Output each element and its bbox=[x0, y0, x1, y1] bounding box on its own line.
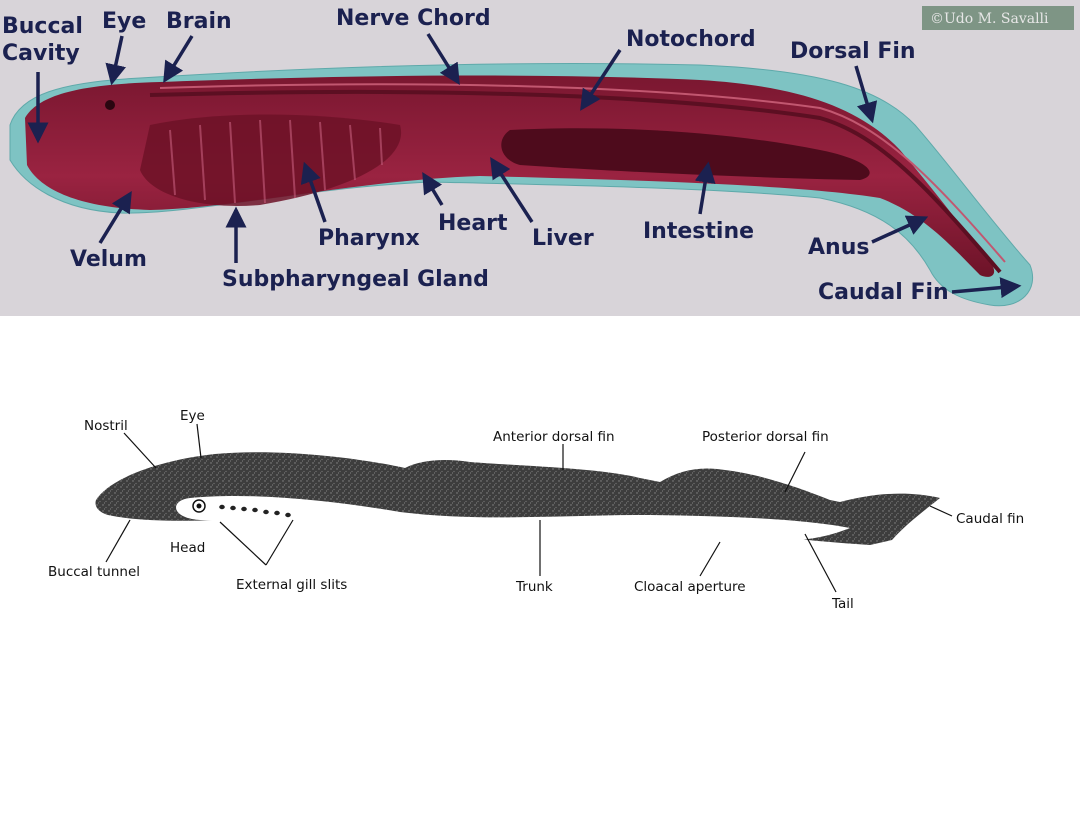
label-nerve-chord: Nerve Chord bbox=[336, 6, 491, 31]
gill-slits bbox=[218, 503, 292, 519]
photo-credit: ©Udo M. Savalli bbox=[930, 11, 1049, 27]
pharynx-region bbox=[140, 114, 402, 206]
label-buccal-cavity-line1: Buccal bbox=[2, 14, 83, 39]
label-head: Head bbox=[170, 540, 205, 556]
label-eye: Eye bbox=[102, 9, 146, 34]
arrow-liver bbox=[490, 157, 534, 223]
eye-spot bbox=[105, 100, 115, 110]
nerve-chord-line bbox=[159, 83, 1006, 263]
arrow-dorsal-fin bbox=[854, 65, 878, 124]
arrow-nerve-chord bbox=[426, 33, 460, 85]
amphioxus-photo-figure: ©Udo M. Savalli Buccal Cavity Eye Brain … bbox=[0, 0, 1080, 316]
label-intestine: Intestine bbox=[643, 219, 754, 244]
intestine-shape bbox=[501, 128, 870, 180]
label-buccal-cavity-line2: Cavity bbox=[2, 41, 80, 66]
label-anterior-dorsal-fin: Anterior dorsal fin bbox=[493, 429, 615, 445]
leader-eye bbox=[196, 423, 202, 459]
leader-gill-slits-2 bbox=[265, 519, 294, 566]
label-subpharyngeal-gland: Subpharyngeal Gland bbox=[222, 267, 489, 292]
label-nostril: Nostril bbox=[84, 418, 128, 434]
leader-nostril bbox=[123, 432, 157, 469]
credit-box bbox=[922, 6, 1074, 30]
label-drawing-eye: Eye bbox=[180, 408, 205, 424]
arrow-brain bbox=[163, 35, 194, 83]
label-cloacal-aperture: Cloacal aperture bbox=[634, 579, 746, 595]
arrow-intestine bbox=[694, 161, 716, 215]
arrow-caudal-fin bbox=[951, 277, 1022, 299]
leader-gill-slits-1 bbox=[219, 521, 267, 566]
arrow-anus bbox=[871, 215, 929, 244]
label-trunk: Trunk bbox=[515, 579, 553, 595]
label-liver: Liver bbox=[532, 226, 594, 251]
label-tail: Tail bbox=[831, 596, 854, 612]
label-velum: Velum bbox=[70, 247, 147, 272]
label-pharynx: Pharynx bbox=[318, 226, 420, 251]
ventral-stripe bbox=[176, 495, 851, 540]
label-heart: Heart bbox=[438, 211, 508, 236]
leader-tail bbox=[804, 533, 837, 593]
label-notochord: Notochord bbox=[626, 27, 756, 52]
arrow-notochord bbox=[580, 49, 622, 111]
arrow-pharynx bbox=[300, 161, 327, 223]
label-anus: Anus bbox=[808, 235, 869, 260]
label-dorsal-fin: Dorsal Fin bbox=[790, 39, 916, 64]
lamprey-drawing-figure: Nostril Eye Anterior dorsal fin Posterio… bbox=[48, 408, 1024, 612]
label-caudal-fin: Caudal Fin bbox=[818, 280, 949, 305]
label-posterior-dorsal-fin: Posterior dorsal fin bbox=[702, 429, 829, 445]
leader-caudal-fin bbox=[929, 505, 953, 517]
leader-buccal-tunnel bbox=[105, 519, 131, 563]
arrow-eye bbox=[105, 35, 126, 86]
pharynx-bars bbox=[169, 119, 383, 204]
label-external-gill-slits: External gill slits bbox=[236, 577, 347, 593]
label-drawing-caudal-fin: Caudal fin bbox=[956, 511, 1024, 527]
drawing-pupil bbox=[196, 503, 202, 509]
leader-posterior-dorsal-fin bbox=[784, 451, 806, 493]
arrow-heart bbox=[422, 171, 444, 206]
notochord-line bbox=[149, 89, 1002, 274]
amphioxus-photo-panel: ©Udo M. Savalli Buccal Cavity Eye Brain … bbox=[0, 0, 1080, 316]
lamprey-drawing-panel: Nostril Eye Anterior dorsal fin Posterio… bbox=[0, 316, 1080, 810]
leader-cloacal-aperture bbox=[699, 541, 721, 577]
label-buccal-tunnel: Buccal tunnel bbox=[48, 564, 140, 580]
arrow-velum bbox=[98, 191, 132, 244]
leader-lines bbox=[105, 423, 953, 593]
label-brain: Brain bbox=[166, 9, 232, 34]
